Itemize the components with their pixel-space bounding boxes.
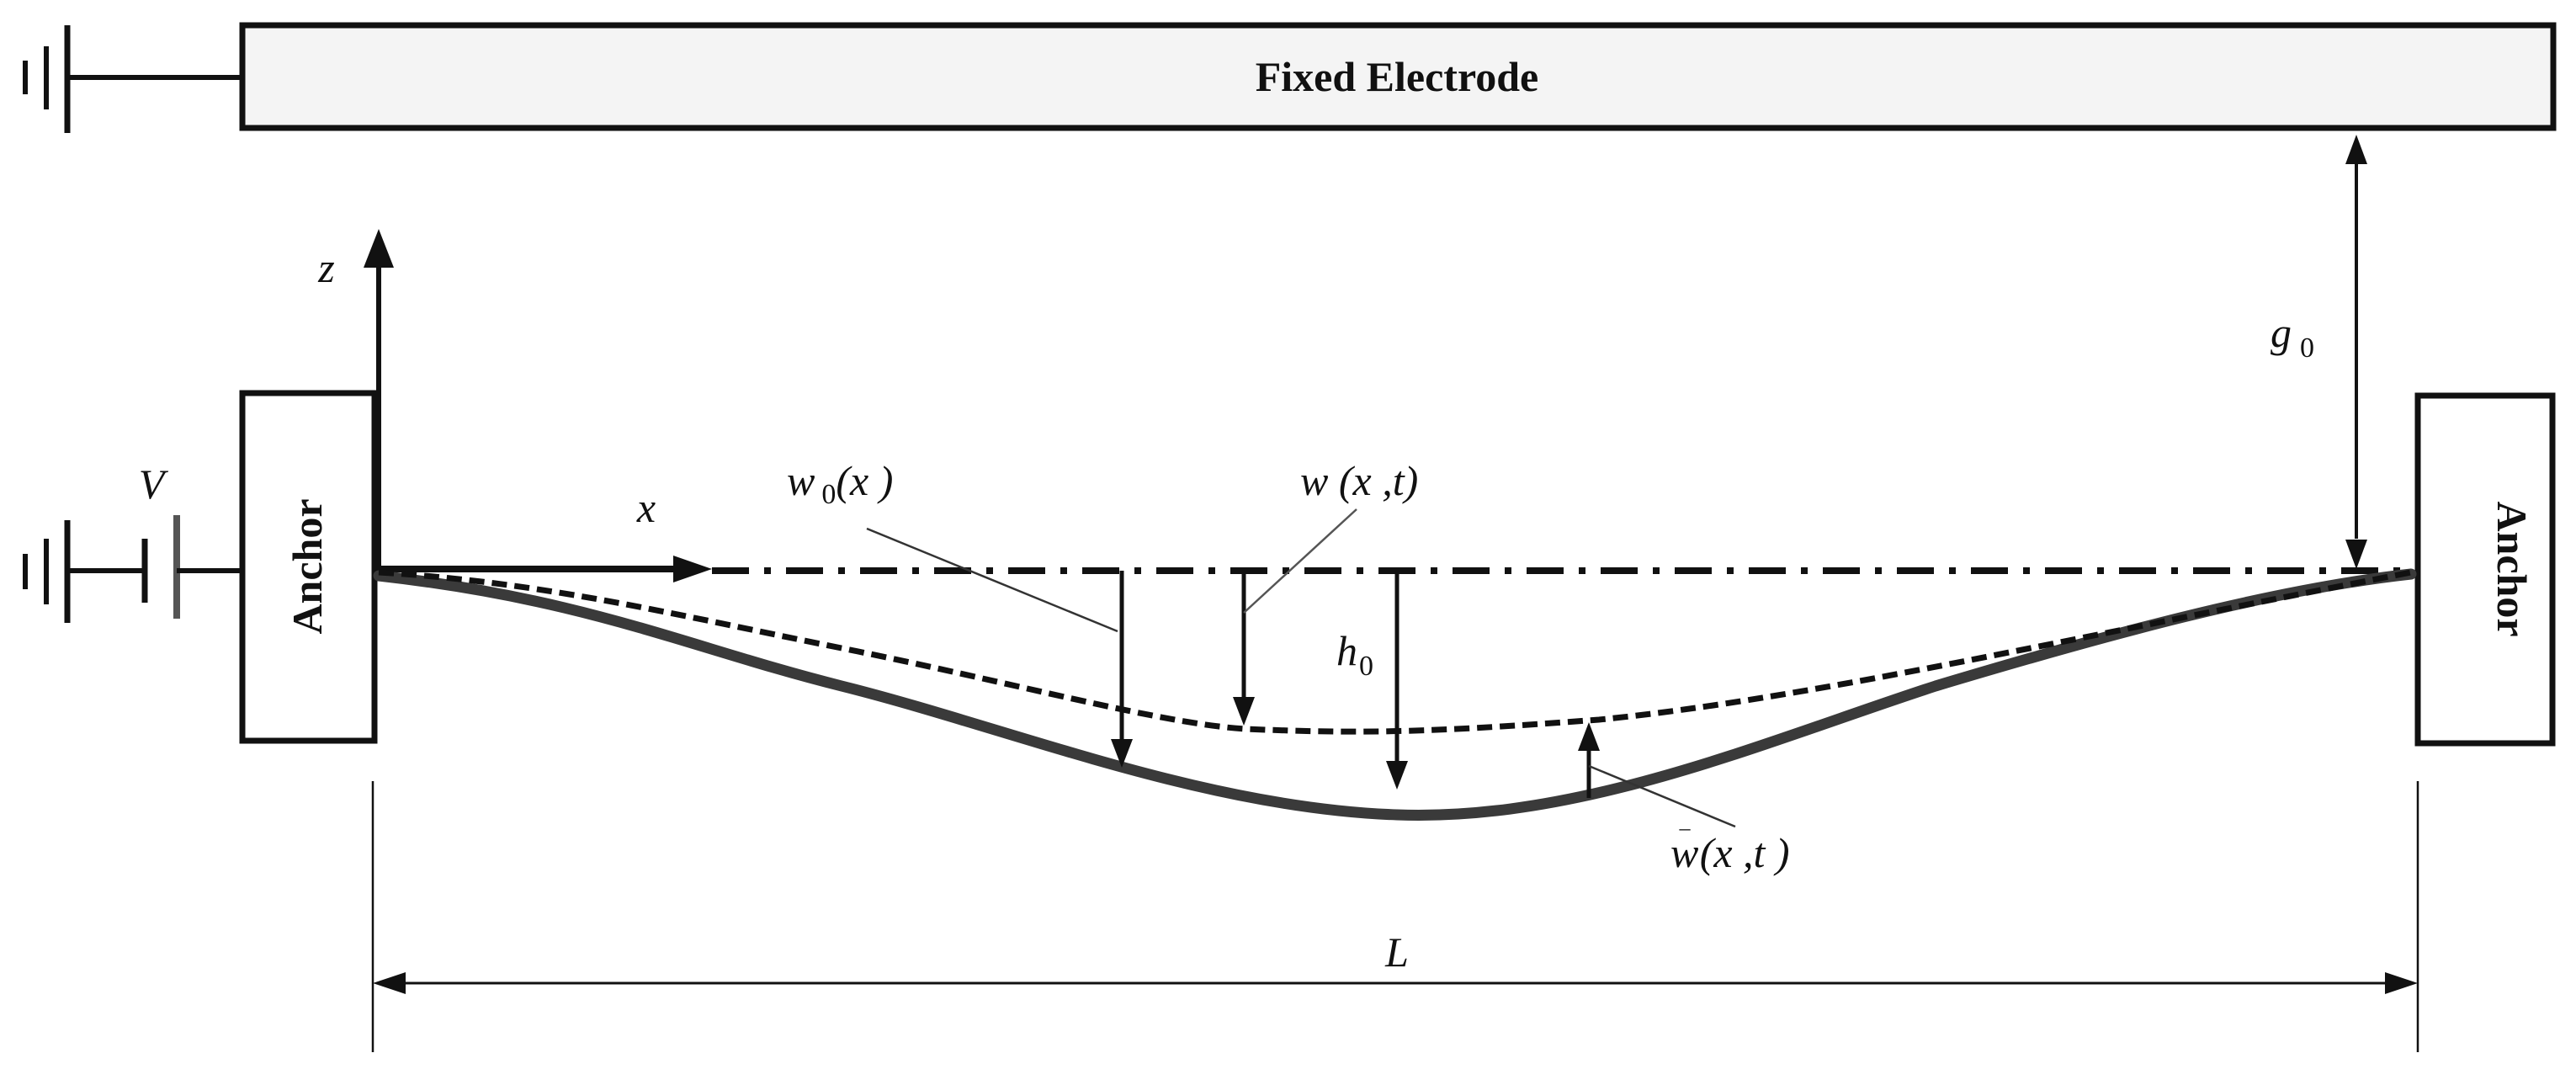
h-symbol: h (1336, 627, 1357, 674)
initial-w-symbol: w (787, 457, 815, 504)
gap-g-symbol: g (2271, 309, 2292, 356)
z-axis-label: z (317, 244, 334, 291)
voltage-label: V (139, 460, 169, 508)
initial-deflection-curve (373, 568, 2417, 821)
total-displacement-label: w (x ,t) (1300, 457, 1418, 504)
gap-subscript: 0 (2300, 332, 2314, 364)
gap-dimension (2345, 135, 2367, 569)
midspan-rise-arrow (1386, 571, 1408, 790)
relative-displacement-label: w‾ (x ,t ) (1670, 827, 1790, 876)
relative-displacement-leader (1588, 764, 1736, 828)
voltage-ground-icon (23, 520, 71, 623)
left-anchor-label: Anchor (284, 498, 331, 634)
initial-deflection-arrow (1111, 571, 1133, 768)
x-axis-arrowhead (673, 556, 712, 582)
initial-deflection-leader (866, 527, 1118, 633)
fixed-electrode-label: Fixed Electrode (1256, 53, 1539, 100)
rel-w-symbol: w (1670, 829, 1698, 876)
voltage-source-icon (67, 515, 242, 619)
right-anchor: Anchor (2414, 392, 2556, 747)
dynamic-deflection-curve (378, 569, 2412, 735)
rel-w-bar: ‾ (1679, 827, 1691, 859)
electrode-ground-icon (23, 25, 242, 133)
span-length-label: L (1384, 928, 1409, 976)
fixed-electrode: Fixed Electrode (239, 22, 2557, 131)
h-subscript: 0 (1359, 651, 1373, 682)
right-anchor-label: Anchor (2488, 501, 2536, 636)
x-axis-label: x (636, 484, 656, 531)
rel-w-args: (x ,t ) (1700, 829, 1790, 876)
initial-w-subscript: 0 (821, 479, 836, 510)
total-displacement-leader (1243, 508, 1357, 614)
x-axis (379, 556, 2415, 582)
relative-displacement-arrow (1578, 722, 1600, 798)
midspan-rise-label: h0 (1336, 627, 1373, 682)
total-displacement-arrow (1233, 571, 1255, 726)
initial-w-args: (x ) (836, 457, 893, 504)
span-dimension (371, 781, 2419, 1052)
z-axis-arrowhead (364, 229, 394, 268)
left-anchor: Anchor (239, 390, 378, 744)
z-axis (364, 229, 394, 571)
